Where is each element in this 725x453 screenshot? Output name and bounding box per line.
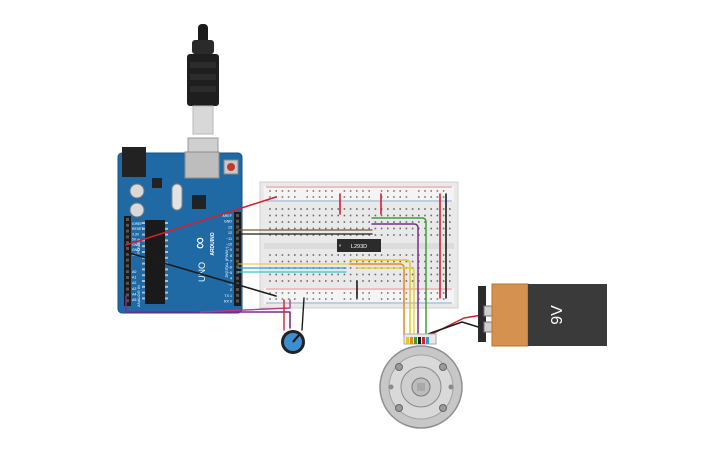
wire-purple-motor <box>371 223 419 337</box>
digital-pin-label: RX 0 <box>224 300 232 304</box>
wire-magenta <box>199 299 291 313</box>
digital-header <box>234 212 241 306</box>
power-pin-label: GND <box>132 248 140 252</box>
power-label: POWER <box>136 238 141 253</box>
wire-black-gnd <box>125 251 277 297</box>
power-jack-icon <box>122 147 146 177</box>
wire-black-pot <box>301 297 305 331</box>
digital-pin-label: ~9 <box>228 248 232 252</box>
capacitor-icon <box>129 183 145 199</box>
digital-pin-label: ~6 <box>228 265 232 269</box>
analog-label: ANALOG IN <box>136 285 141 307</box>
arduino-logo-icon: ∞ <box>190 237 209 249</box>
analog-pin-label: A5 <box>132 298 136 302</box>
power-pin-label: RESET <box>132 227 143 231</box>
dc-motor-icon[interactable] <box>379 333 463 429</box>
digital-pin-label: 2 <box>230 288 232 292</box>
crystal-icon <box>171 183 183 211</box>
wire-green-motor <box>371 217 427 337</box>
digital-pin-label: ~10 <box>226 243 232 247</box>
digital-pin-label: 8 <box>230 254 232 258</box>
analog-pin-label: A4 <box>132 292 136 296</box>
top-power-rail <box>264 186 454 202</box>
digital-pin-label: GND <box>224 220 232 224</box>
battery-label: 9V <box>549 305 566 325</box>
arduino-board[interactable]: ∞ ARDUINO UNO DIGITAL (PWM~) ANALOG IN P… <box>117 147 243 314</box>
microcontroller-chip <box>145 220 165 304</box>
digital-pin-label: 7 <box>230 260 232 264</box>
potentiometer-icon[interactable] <box>281 330 305 354</box>
wire-yellow-motor <box>349 259 411 337</box>
capacitor-icon <box>129 202 145 218</box>
power-pin-label: GND <box>132 243 140 247</box>
digital-pin-label: ~3 <box>228 282 232 286</box>
power-pin-label: 5V <box>132 238 137 242</box>
ic-label: L293D <box>351 244 367 250</box>
digital-pin-label: ~11 <box>226 237 232 241</box>
usb-jack-icon <box>184 151 220 179</box>
power-pin-label: IOREF <box>132 222 142 226</box>
wire-yellow-motor-2 <box>355 267 415 337</box>
breadboard[interactable] <box>259 181 459 309</box>
digital-pin-label: 13 <box>228 225 232 229</box>
digital-pin-label: TX 1 <box>224 294 232 298</box>
battery-9v[interactable]: 9V <box>478 283 607 347</box>
digital-label: DIGITAL (PWM~) <box>224 246 229 278</box>
analog-pin-label: A0 <box>132 270 136 274</box>
l293d-chip[interactable]: L293D <box>337 239 381 252</box>
power-pin-label: 3.3V <box>132 232 140 236</box>
digital-pin-label: AREF <box>222 214 232 218</box>
digital-pin-label: ~5 <box>228 271 232 275</box>
digital-pin-label: 12 <box>228 231 232 235</box>
arduino-brand: ARDUINO <box>210 232 216 255</box>
analog-pin-label: A2 <box>132 281 136 285</box>
bottom-power-rail <box>264 288 454 304</box>
wire-red-5v <box>125 196 277 246</box>
digital-pin-label: 4 <box>230 277 232 281</box>
analog-pin-label: A3 <box>132 287 136 291</box>
analog-pin-label: A1 <box>132 276 136 280</box>
arduino-model: UNO <box>197 262 207 282</box>
